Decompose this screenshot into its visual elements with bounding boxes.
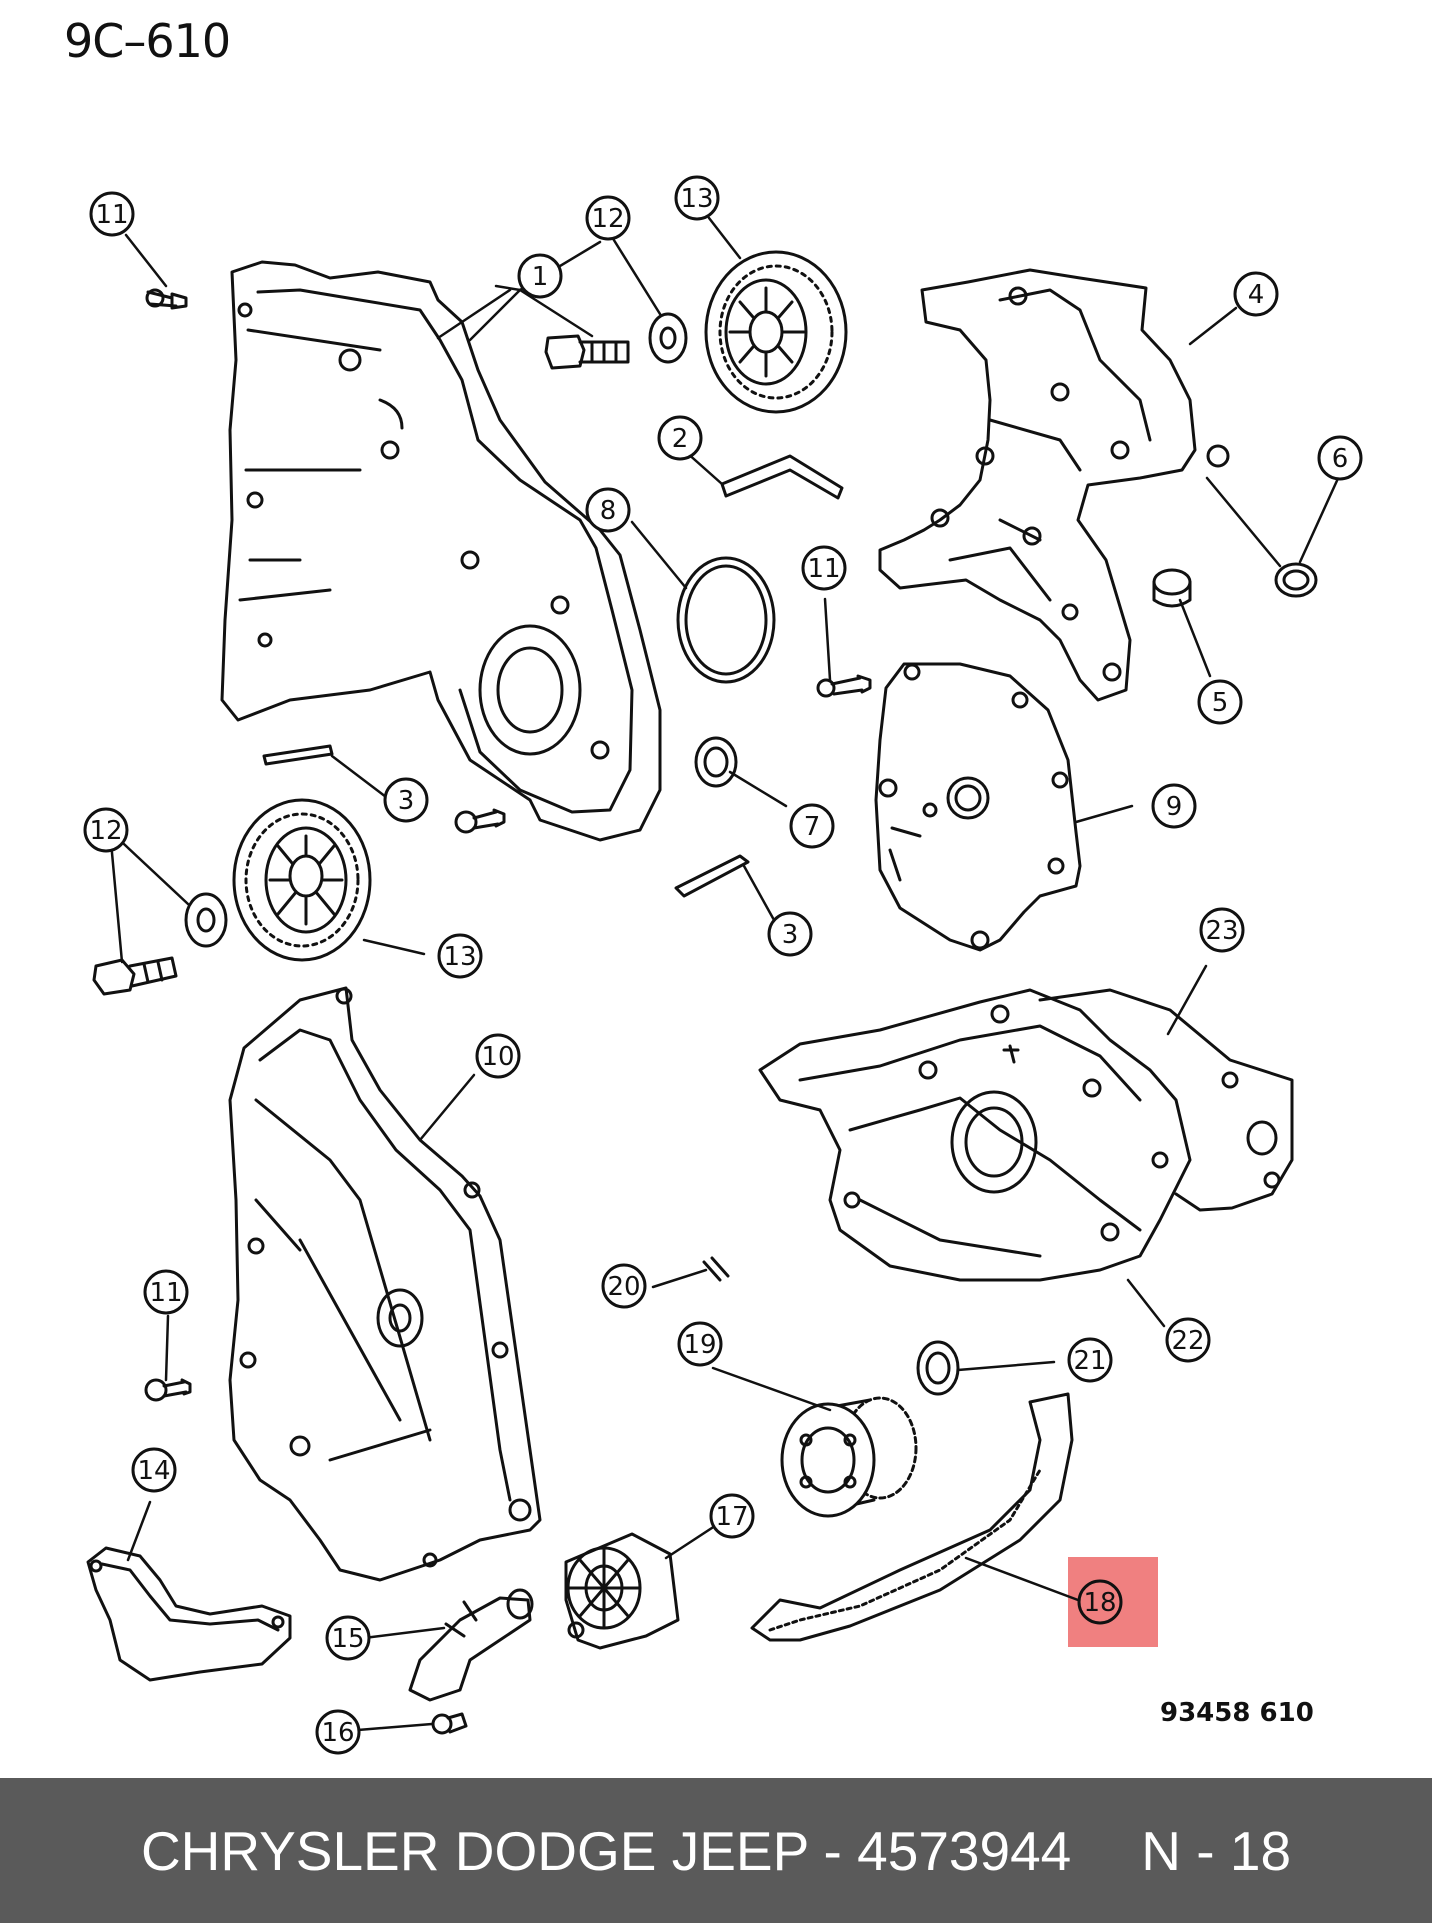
part-14-bracket xyxy=(86,1546,292,1682)
part-12-bolt-washer-top xyxy=(544,312,688,370)
callout-20: 20 xyxy=(601,1263,647,1309)
callout-12-a: 12 xyxy=(585,195,631,241)
part-18-timing-belt xyxy=(750,1392,1074,1642)
part-1-upper-cover xyxy=(220,260,662,842)
svg-text:8: 8 xyxy=(600,496,617,526)
svg-text:14: 14 xyxy=(137,1456,170,1486)
callout-5: 5 xyxy=(1197,679,1243,725)
svg-text:12: 12 xyxy=(591,204,624,234)
leader-lines xyxy=(108,216,1342,1732)
part-13-sprocket-left xyxy=(232,798,372,962)
callout-6: 6 xyxy=(1317,435,1363,481)
svg-text:22: 22 xyxy=(1171,1326,1204,1356)
footer-brand-part-number: CHRYSLER DODGE JEEP - 4573944 xyxy=(140,1819,1072,1882)
svg-text:11: 11 xyxy=(149,1278,182,1308)
footer-reference: N - 18 xyxy=(1141,1819,1292,1882)
callout-11-a: 11 xyxy=(89,191,135,237)
callout-14: 14 xyxy=(131,1447,177,1493)
svg-text:16: 16 xyxy=(321,1718,354,1748)
callout-11-c: 11 xyxy=(143,1269,189,1315)
svg-text:21: 21 xyxy=(1073,1346,1106,1376)
svg-text:2: 2 xyxy=(672,424,689,454)
callout-19: 19 xyxy=(677,1321,723,1367)
callout-3-a: 3 xyxy=(383,777,429,823)
part-11-bolt-d xyxy=(144,1378,192,1402)
callout-15: 15 xyxy=(325,1615,371,1661)
callout-10: 10 xyxy=(475,1033,521,1079)
callouts: 11 12 13 1 4 2 6 8 11 5 3 9 7 12 3 23 13… xyxy=(83,175,1363,1755)
svg-text:9: 9 xyxy=(1166,792,1183,822)
part-19-idler-pulley xyxy=(780,1396,918,1518)
part-22-oil-pump-housing xyxy=(758,988,1192,1282)
svg-text:20: 20 xyxy=(607,1272,640,1302)
svg-text:11: 11 xyxy=(807,554,840,584)
exploded-parts-diagram: 11 12 13 1 4 2 6 8 11 5 3 9 7 12 3 23 13… xyxy=(83,175,1363,1755)
svg-text:5: 5 xyxy=(1212,688,1229,718)
callout-7: 7 xyxy=(789,803,835,849)
callout-23: 23 xyxy=(1199,907,1245,953)
part-6-cap xyxy=(1274,562,1318,598)
part-16-bolt xyxy=(431,1712,468,1735)
svg-text:19: 19 xyxy=(683,1330,716,1360)
part-4-bracket xyxy=(878,268,1230,702)
svg-text:10: 10 xyxy=(481,1042,514,1072)
part-11-bolt-c xyxy=(454,808,506,834)
callout-2: 2 xyxy=(657,415,703,461)
svg-text:3: 3 xyxy=(782,920,799,950)
callout-11-b: 11 xyxy=(801,545,847,591)
callout-4: 4 xyxy=(1233,271,1279,317)
part-17-tensioner-pulley xyxy=(564,1532,680,1650)
callout-22: 22 xyxy=(1165,1317,1211,1363)
callout-21: 21 xyxy=(1067,1337,1113,1383)
part-23-gasket xyxy=(1038,988,1294,1212)
part-11-bolt-b xyxy=(816,674,872,698)
part-13-sprocket-top xyxy=(704,250,848,414)
callout-17: 17 xyxy=(709,1493,755,1539)
callout-1: 1 xyxy=(517,253,563,299)
highlight-box xyxy=(1068,1557,1158,1647)
svg-text:6: 6 xyxy=(1332,444,1349,474)
svg-text:3: 3 xyxy=(398,786,415,816)
svg-text:18: 18 xyxy=(1083,1588,1116,1618)
svg-text:23: 23 xyxy=(1205,916,1238,946)
callout-18: 18 xyxy=(1077,1579,1123,1625)
part-10-lower-cover xyxy=(228,986,542,1582)
callout-16: 16 xyxy=(315,1709,361,1755)
part-7-seal xyxy=(694,736,738,788)
svg-text:7: 7 xyxy=(804,812,821,842)
svg-text:11: 11 xyxy=(95,200,128,230)
figure-number: 93458 610 xyxy=(1160,1698,1314,1728)
callout-12-b: 12 xyxy=(83,807,129,853)
part-15-tensioner-arm xyxy=(408,1588,534,1702)
svg-text:15: 15 xyxy=(331,1624,364,1654)
svg-text:17: 17 xyxy=(715,1502,748,1532)
callout-8: 8 xyxy=(585,487,631,533)
part-8-o-ring xyxy=(676,556,776,684)
part-5-plug xyxy=(1152,568,1192,608)
svg-text:12: 12 xyxy=(89,816,122,846)
svg-text:4: 4 xyxy=(1248,280,1265,310)
part-21-seal xyxy=(916,1340,960,1396)
part-9-rear-cover xyxy=(874,662,1082,952)
footer-bar: CHRYSLER DODGE JEEP - 4573944 N - 18 xyxy=(0,1778,1432,1923)
callout-3-b: 3 xyxy=(767,911,813,957)
part-12-bolt-washer-left xyxy=(92,892,228,996)
part-3-key-lower xyxy=(674,854,750,898)
callout-13-a: 13 xyxy=(674,175,720,221)
part-3-key-upper xyxy=(262,744,334,766)
svg-text:13: 13 xyxy=(680,184,713,214)
callout-13-b: 13 xyxy=(437,933,483,979)
part-11-bolt-a xyxy=(145,288,188,310)
part-20-pin xyxy=(702,1256,730,1282)
page-code: 9C–610 xyxy=(64,14,231,68)
svg-text:1: 1 xyxy=(532,262,549,292)
svg-text:13: 13 xyxy=(443,942,476,972)
part-2-key xyxy=(720,454,844,500)
callout-9: 9 xyxy=(1151,783,1197,829)
